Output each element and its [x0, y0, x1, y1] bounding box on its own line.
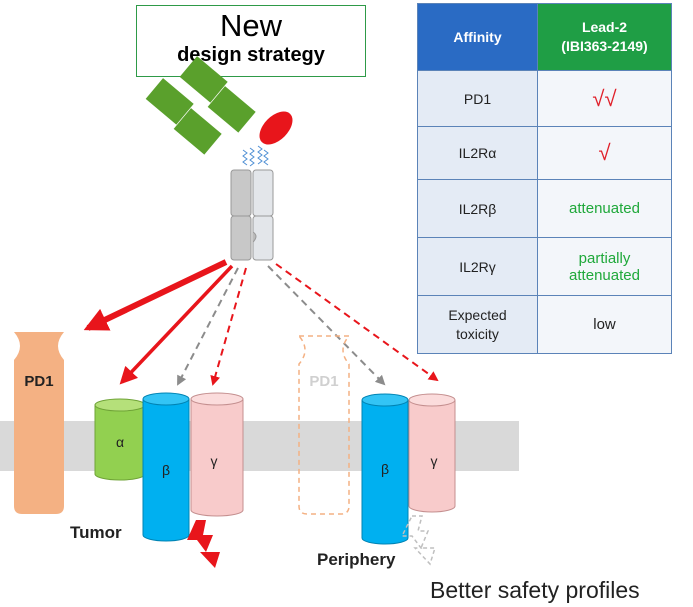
- row-value-line1: partially: [578, 249, 631, 267]
- hinge-linker-icon: [242, 145, 269, 167]
- cytokine-ellipse-icon: [259, 111, 293, 145]
- check-mark-icon: √: [598, 140, 611, 165]
- lightning-faded-icon: [400, 515, 437, 566]
- pd1-faded-receptor-icon: [297, 335, 351, 515]
- lightning-signal-icon: [187, 520, 220, 568]
- header-lead: Lead-2 (IBI363-2149): [537, 3, 672, 71]
- il2r-beta-icon: [142, 392, 190, 542]
- row-label: IL2Rα: [417, 126, 538, 180]
- table-row: PD1 √√: [417, 70, 672, 127]
- arrow-to-beta-tumor: [177, 267, 239, 386]
- table-row: IL2Rγ partially attenuated: [417, 237, 672, 296]
- row-label: IL2Rβ: [417, 179, 538, 238]
- row-value: partially attenuated: [537, 237, 672, 296]
- row-value: attenuated: [537, 179, 672, 238]
- il2r-gamma-icon: [190, 392, 244, 517]
- title-design-strategy: design strategy: [177, 44, 325, 66]
- row-label-line1: Expected: [448, 306, 507, 323]
- header-lead-name: Lead-2: [581, 19, 628, 35]
- affinity-table: Affinity Lead-2 (IBI363-2149) PD1 √√ IL2…: [417, 3, 672, 354]
- check-mark-icon: √√: [592, 85, 617, 111]
- antibody-fab-icon: [145, 56, 256, 155]
- il2r-gamma-periphery-icon: [408, 393, 456, 513]
- beta-label: β: [162, 462, 170, 478]
- arrow-to-beta-periphery: [267, 265, 386, 386]
- arrow-to-alpha: [119, 264, 234, 385]
- table-row: IL2Rα √: [417, 126, 672, 180]
- row-value-line2: attenuated: [569, 266, 640, 284]
- table-header-row: Affinity Lead-2 (IBI363-2149): [417, 3, 672, 71]
- alpha-label: α: [116, 434, 124, 450]
- row-label: Expected toxicity: [417, 295, 538, 354]
- row-value: low: [537, 295, 672, 354]
- row-label: PD1: [417, 70, 538, 127]
- pd1-receptor-icon: [14, 332, 64, 514]
- arrow-to-gamma-tumor: [210, 267, 247, 386]
- pd1-faded-label: PD1: [309, 373, 338, 390]
- table-row: Expected toxicity low: [417, 295, 672, 354]
- periphery-label: Periphery: [317, 550, 396, 569]
- row-label-line2: toxicity: [456, 325, 499, 342]
- title-new: New: [219, 8, 282, 43]
- table-row: IL2Rβ attenuated: [417, 179, 672, 238]
- il2r-beta-periphery-icon: [361, 393, 409, 545]
- arrow-to-gamma-periphery: [275, 263, 439, 382]
- header-lead-code: (IBI363-2149): [561, 38, 648, 54]
- pd1-label: PD1: [24, 373, 53, 390]
- gamma-label: γ: [211, 453, 218, 469]
- tumor-label: Tumor: [70, 523, 122, 542]
- il2r-alpha-icon: [94, 398, 146, 481]
- gamma-periphery-label: γ: [431, 453, 438, 469]
- beta-periphery-label: β: [381, 461, 389, 477]
- antibody-fc-icon: [230, 169, 274, 261]
- title-box: New design strategy: [136, 5, 366, 77]
- safety-footer-text: Better safety profiles: [430, 577, 640, 603]
- row-label: IL2Rγ: [417, 237, 538, 296]
- arrow-to-pd1: [83, 259, 228, 331]
